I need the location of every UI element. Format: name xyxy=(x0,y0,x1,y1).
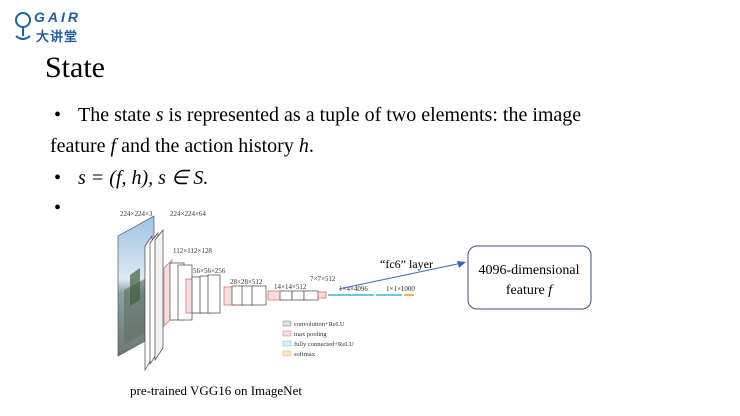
conv-block-3 xyxy=(185,274,221,314)
bullet-dot: • xyxy=(54,197,62,219)
logo-text-top: GAIR xyxy=(34,9,81,25)
output-box-line-1: 4096-dimensional xyxy=(478,263,579,278)
legend-label-softmax: softmax xyxy=(294,351,316,358)
fc6-arrow-head xyxy=(457,261,466,268)
fc6-label: “fc6” layer xyxy=(380,257,433,271)
dim-label-fc1: 1×4×4096 xyxy=(339,285,368,293)
gair-logo: GAIR 大讲堂 xyxy=(12,6,84,46)
fc6-arrow xyxy=(338,262,463,290)
fc-layers xyxy=(317,291,414,299)
dim-label-conv5: 14×14×512 xyxy=(274,283,307,291)
state-formula: s = (f, h), s ∈ S. xyxy=(78,167,209,189)
logo-text-bottom: 大讲堂 xyxy=(36,29,79,44)
figure-caption: pre-trained VGG16 on ImageNet xyxy=(130,383,302,398)
bullet-dot: • xyxy=(54,104,62,126)
legend: convolution+ReLU max pooling fully conne… xyxy=(282,320,354,358)
dim-label-fc2: 1×1×1000 xyxy=(386,285,415,293)
bullet-1-line-2: feature f and the action history h. xyxy=(50,135,314,157)
bullet-dot: • xyxy=(54,167,62,189)
slide-title: State xyxy=(45,51,105,84)
dim-label-conv3: 56×56×256 xyxy=(193,267,226,275)
conv-block-4 xyxy=(223,285,267,306)
conv-block-5 xyxy=(267,290,319,301)
conv-block-1 xyxy=(144,229,164,372)
bullet-1-line-1: The state s is represented as a tuple of… xyxy=(78,104,582,126)
dim-label-conv4: 28×28×512 xyxy=(230,278,263,286)
dim-label-input: 224×224×3 xyxy=(120,210,153,218)
output-feature-box xyxy=(467,245,592,310)
dim-label-pool5: 7×7×512 xyxy=(310,275,336,283)
dim-label-conv2: 112×112×128 xyxy=(173,247,212,255)
legend-label-pool: max pooling xyxy=(294,331,327,338)
legend-label-fc: fully connected+ReLU xyxy=(294,341,354,348)
microphone-icon xyxy=(15,12,31,40)
legend-label-conv: convolution+ReLU xyxy=(294,321,345,328)
output-box-line-2: feature f xyxy=(506,283,554,298)
dim-label-conv1: 224×224×64 xyxy=(170,210,206,218)
